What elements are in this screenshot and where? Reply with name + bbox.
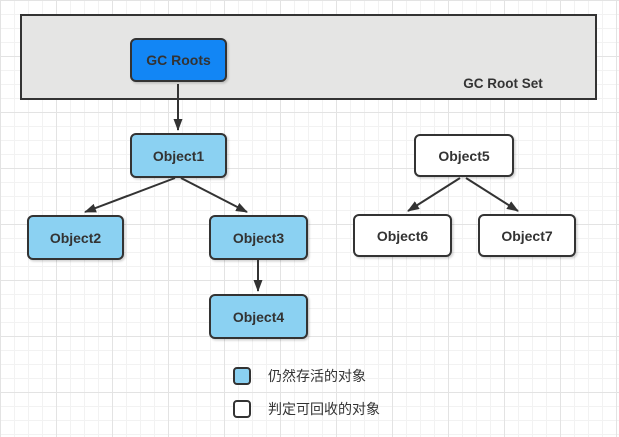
collectable-swatch-icon xyxy=(233,400,251,418)
node-object7: Object7 xyxy=(478,214,576,257)
edge-object1-object3 xyxy=(180,177,248,213)
node-object4: Object4 xyxy=(209,294,308,339)
node-object5: Object5 xyxy=(414,134,514,177)
gc-root-set-label: GC Root Set xyxy=(463,76,543,91)
edge-object1-object2 xyxy=(84,177,176,213)
legend-item-alive: 仍然存活的对象 xyxy=(233,367,453,385)
node-object1: Object1 xyxy=(130,133,227,178)
gc-root-set-container: GC Root Set xyxy=(20,14,597,100)
node-object6: Object6 xyxy=(353,214,452,257)
node-gc-roots: GC Roots xyxy=(130,38,227,82)
edge-object5-object7 xyxy=(465,177,519,212)
node-object3: Object3 xyxy=(209,215,308,260)
edge-object5-object6 xyxy=(407,177,461,212)
legend-label-alive: 仍然存活的对象 xyxy=(268,368,366,384)
alive-swatch-icon xyxy=(233,367,251,385)
legend: 仍然存活的对象 判定可回收的对象 xyxy=(233,367,453,418)
legend-item-collectable: 判定可回收的对象 xyxy=(233,400,453,418)
node-object2: Object2 xyxy=(27,215,124,260)
legend-label-collectable: 判定可回收的对象 xyxy=(268,401,380,417)
